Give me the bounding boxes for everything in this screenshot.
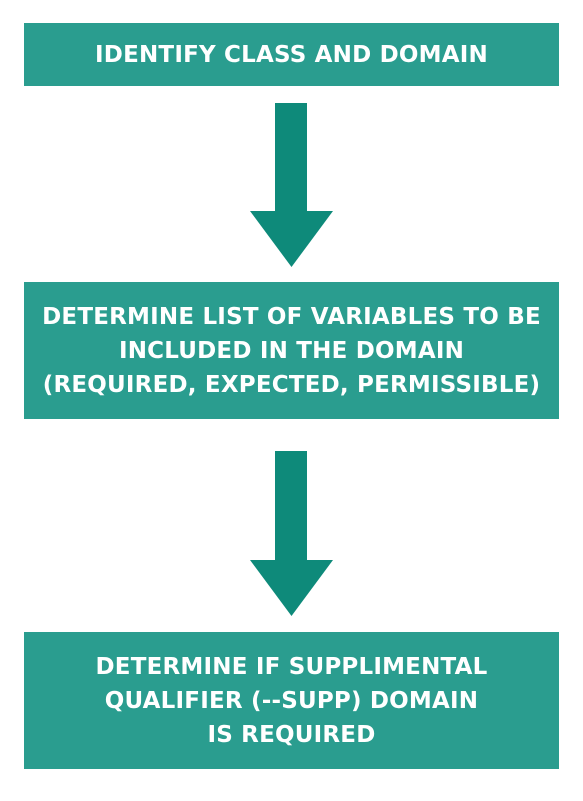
step-2-text: DETERMINE LIST OF VARIABLES TO BE INCLUD…: [42, 300, 541, 402]
step-3-text: DETERMINE IF SUPPLIMENTAL QUALIFIER (--S…: [96, 650, 488, 752]
step-1-text: IDENTIFY CLASS AND DOMAIN: [95, 38, 488, 72]
arrow-1-shape: [250, 103, 333, 267]
step-2-box: DETERMINE LIST OF VARIABLES TO BE INCLUD…: [24, 282, 559, 419]
step-3-box: DETERMINE IF SUPPLIMENTAL QUALIFIER (--S…: [24, 632, 559, 769]
step-2-line-1: DETERMINE LIST OF VARIABLES TO BE: [42, 303, 541, 330]
arrow-2-shape: [250, 451, 333, 616]
step-1-box: IDENTIFY CLASS AND DOMAIN: [24, 23, 559, 86]
step-3-line-3: IS REQUIRED: [207, 721, 376, 748]
down-arrow-icon: [250, 451, 333, 616]
step-3-line-2: QUALIFIER (--SUPP) DOMAIN: [104, 687, 479, 714]
step-3-line-1: DETERMINE IF SUPPLIMENTAL: [95, 653, 488, 680]
step-2-line-2: INCLUDED IN THE DOMAIN: [118, 337, 465, 364]
step-2-line-3: (REQUIRED, EXPECTED, PERMISSIBLE): [42, 371, 541, 398]
down-arrow-icon: [250, 103, 333, 267]
step-1-line-1: IDENTIFY CLASS AND DOMAIN: [95, 41, 488, 68]
